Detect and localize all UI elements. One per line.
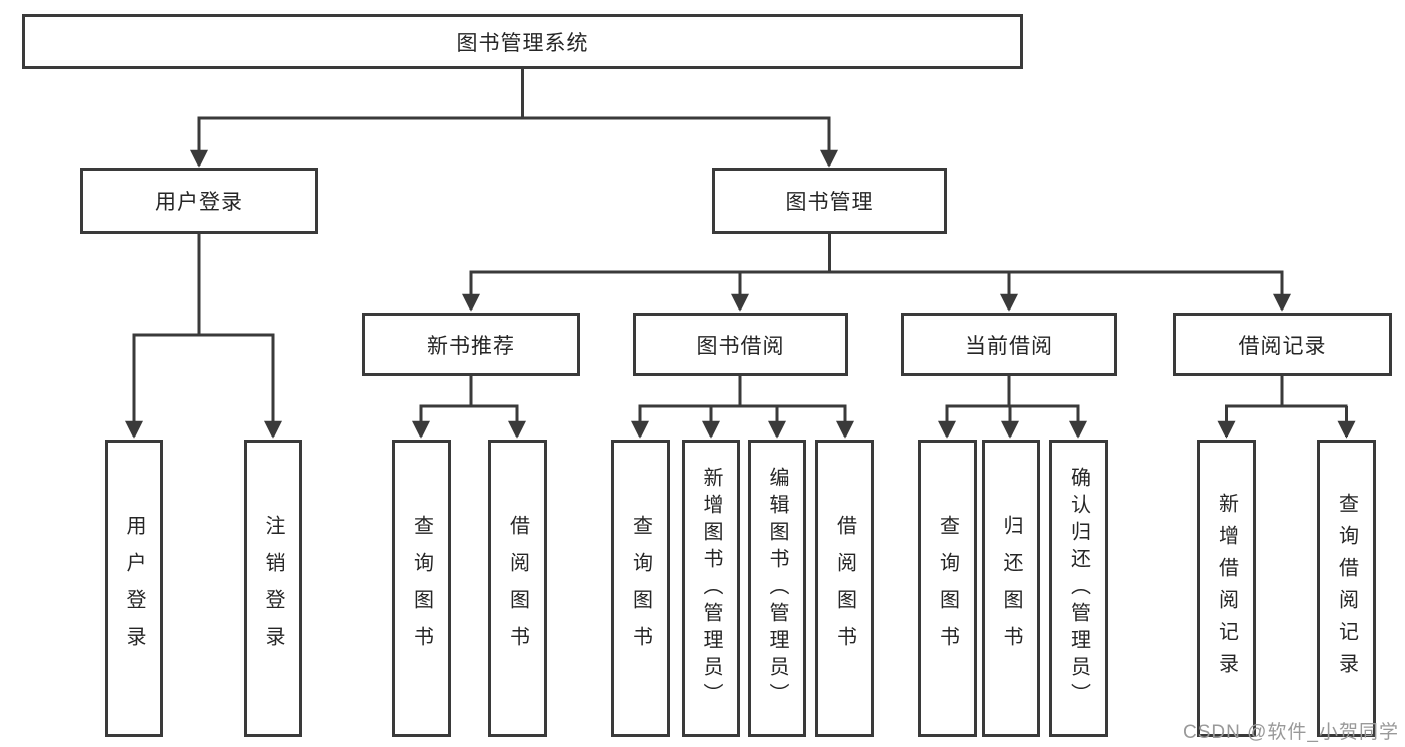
leaf-user-login: 用户登录: [105, 440, 163, 737]
node-book-mgmt: 图书管理: [712, 168, 947, 234]
node-current-borrow: 当前借阅: [901, 313, 1117, 376]
connector-current-borrow-to-leaves: [938, 376, 1087, 439]
leaf-logout-login: 注销登录: [244, 440, 302, 737]
connector-user-login-to-leaves: [125, 234, 282, 439]
node-borrow-record: 借阅记录: [1173, 313, 1392, 376]
leaf-current-return-book: 归还图书: [982, 440, 1040, 737]
leaf-current-query-book: 查询图书: [918, 440, 977, 737]
node-book-borrow: 图书借阅: [633, 313, 848, 376]
connector-new-book-rec-to-leaves: [412, 376, 526, 439]
leaf-rec-borrow-book: 借阅图书: [488, 440, 547, 737]
leaf-current-confirm-return-admin: 确认归还（管理员）: [1049, 440, 1108, 737]
node-user-login: 用户登录: [80, 168, 318, 234]
leaf-rec-query-book: 查询图书: [392, 440, 451, 737]
leaf-borrow-query-book: 查询图书: [611, 440, 670, 737]
leaf-borrow-edit-book-admin: 编辑图书（管理员）: [748, 440, 806, 737]
connector-root-to-level2: [190, 69, 838, 168]
node-new-book-rec: 新书推荐: [362, 313, 580, 376]
csdn-watermark: CSDN @软件_小贺同学: [1183, 722, 1399, 743]
leaf-record-query-borrow-record: 查询借阅记录: [1317, 440, 1376, 737]
leaf-record-add-borrow-record: 新增借阅记录: [1197, 440, 1256, 737]
connector-borrow-record-to-leaves: [1217, 376, 1356, 439]
leaf-borrow-add-book-admin: 新增图书（管理员）: [682, 440, 740, 737]
connector-book-mgmt-to-level3: [462, 234, 1291, 312]
leaf-borrow-borrow-book: 借阅图书: [815, 440, 874, 737]
node-root: 图书管理系统: [22, 14, 1023, 69]
connector-book-borrow-to-leaves: [631, 376, 854, 439]
